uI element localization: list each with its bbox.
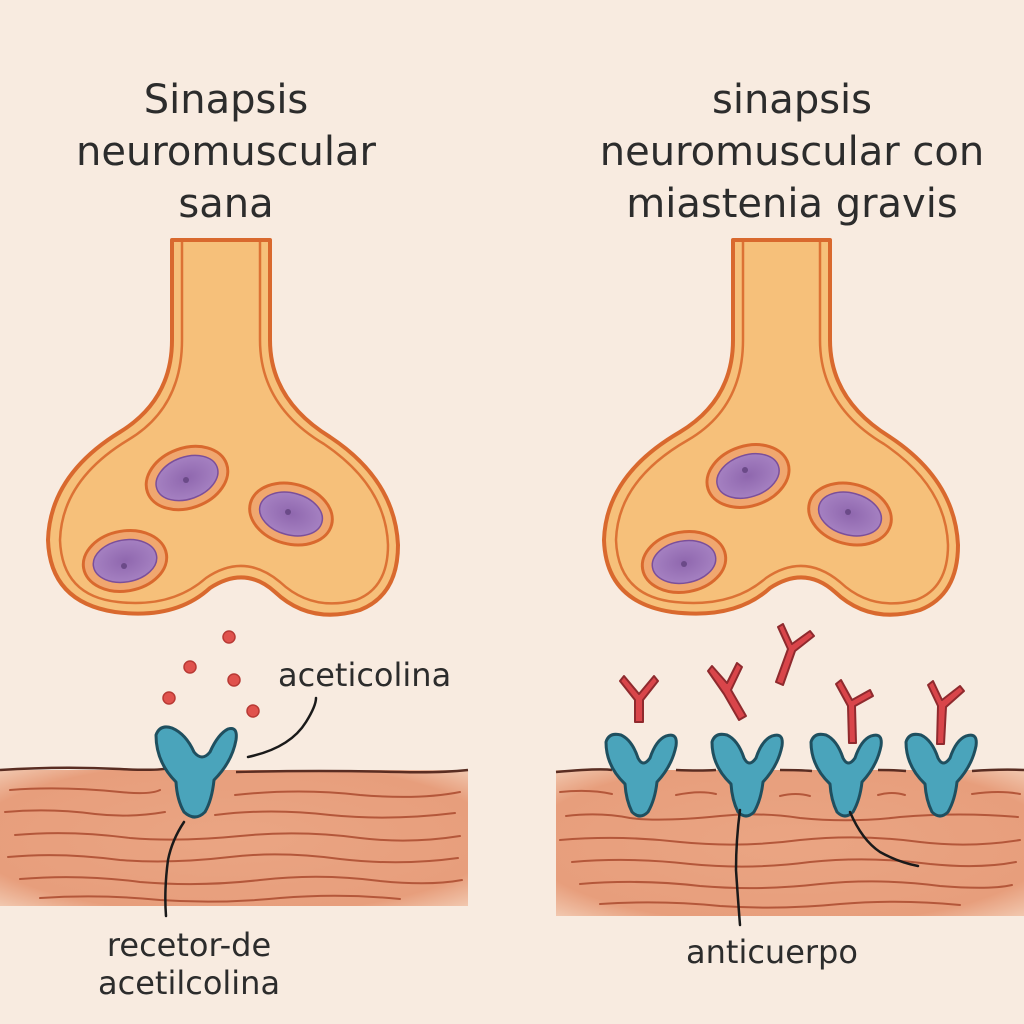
acetylcholine-receptor [809, 732, 883, 818]
synaptic-vesicle [144, 444, 230, 512]
leader-line-acetylcholine [246, 696, 318, 759]
title-line: neuromuscular con [599, 129, 985, 175]
leader-line-antibody [734, 808, 742, 927]
synaptic-vesicle [81, 529, 169, 593]
antibody-label: anticuerpo [686, 933, 858, 971]
disease-synapse-title: sinapsis neuromuscular con miastenia gra… [560, 74, 1024, 230]
antibody [775, 623, 815, 686]
antibody [707, 662, 747, 721]
acetylcholine-receptor [604, 732, 678, 818]
title-line: neuromuscular [76, 129, 376, 175]
healthy-synapse-title: Sinapsis neuromuscular sana [40, 74, 412, 230]
acetylcholine-receptor [710, 732, 784, 818]
acetylcholine-dot [227, 673, 241, 687]
antibody [927, 680, 965, 745]
acetylcholine-dot [246, 704, 260, 718]
leader-line-antibody-secondary [848, 810, 920, 868]
acetylcholine-dot [183, 660, 197, 674]
title-line: Sinapsis [143, 77, 309, 123]
acetylcholine-receptor [904, 732, 978, 818]
synaptic-vesicle [248, 481, 334, 547]
acetylcholine-label: aceticolina [278, 656, 452, 694]
synaptic-vesicle [807, 481, 893, 547]
healthy-synapse [0, 238, 469, 918]
acetylcholine-receptor [154, 725, 238, 819]
title-line: sana [178, 181, 274, 227]
disease-synapse [555, 238, 1024, 927]
receptor-label: recetor-de acetilcolina [98, 926, 280, 1002]
acetylcholine-dot [162, 691, 176, 705]
leader-line-receptor [164, 820, 186, 918]
synaptic-vesicle [705, 443, 791, 509]
receptor-label-line: recetor-de [106, 926, 272, 964]
synaptic-vesicle [640, 530, 728, 594]
receptor-label-line: acetilcolina [98, 964, 281, 1002]
antibody [835, 679, 874, 744]
antibody [619, 675, 659, 723]
acetylcholine-molecules [162, 630, 260, 718]
acetylcholine-dot [222, 630, 236, 644]
title-line: sinapsis [712, 77, 872, 123]
muscle-fiber-left [0, 766, 469, 906]
title-line: miastenia gravis [626, 181, 958, 227]
